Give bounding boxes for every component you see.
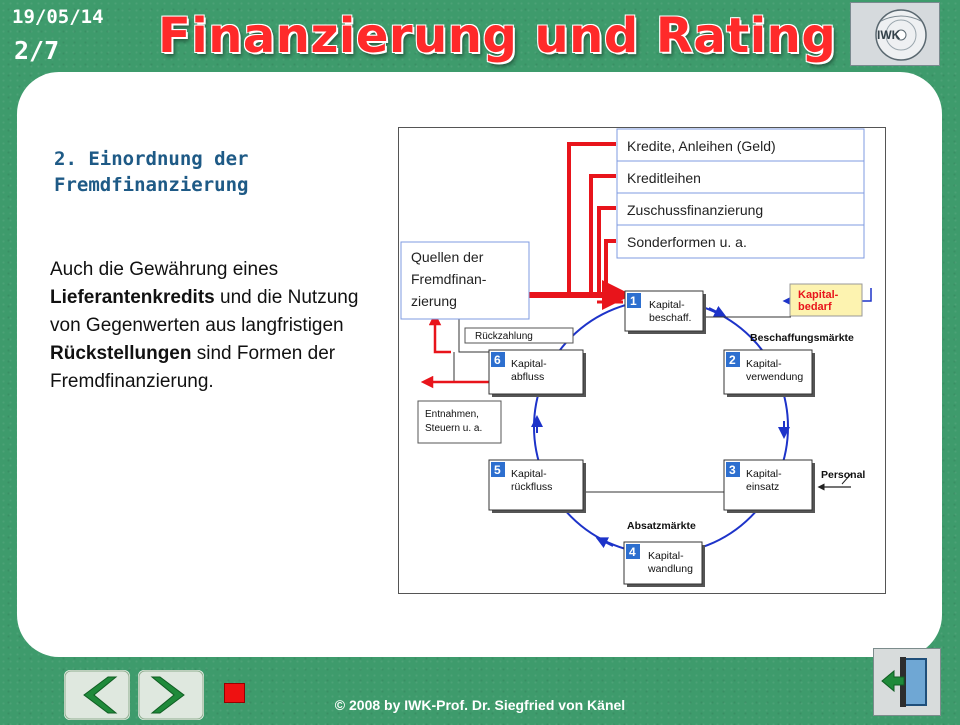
- node-label: abfluss: [511, 371, 544, 383]
- node-label: Kapital-: [648, 550, 684, 562]
- body-part: und die Nutzung von Gegenwerten aus lang…: [50, 287, 359, 336]
- body-part: sind Formen der Fremdfinanzierung.: [50, 343, 336, 392]
- page-title: Finanzierung und Rating: [158, 8, 837, 64]
- node-label: Kapital-: [511, 358, 547, 370]
- rueckzahlung-box: [464, 327, 574, 344]
- body-text: Auch die Gewährung eines Lieferantenkred…: [50, 256, 385, 396]
- cycle-node-2: 2 Kapital-verwendung: [723, 349, 815, 397]
- source-item: Sonderformen u. a.: [627, 234, 747, 250]
- cd-logo-icon: IWK: [875, 9, 927, 61]
- node-number-badge: [491, 462, 505, 477]
- cycle-arrow-bottom: [595, 537, 614, 549]
- body-part: Auch die Gewährung eines: [50, 259, 279, 280]
- sources-label-line: Fremdfinan-: [411, 271, 487, 287]
- node-number: 5: [494, 463, 501, 477]
- cycle-node-3: 3 Kapital-einsatz: [723, 459, 815, 513]
- section-heading: 2. Einordnung der Fremdfinanzierung: [54, 148, 249, 196]
- cycle-node-6: 6 Kapital-abfluss: [488, 349, 586, 397]
- iwk-logo: IWK: [850, 2, 940, 66]
- cycle-node-5: 5 Kapital-rückfluss: [488, 459, 586, 513]
- node-number: 3: [729, 463, 736, 477]
- node-number-badge: [726, 462, 740, 477]
- financing-cycle-diagram: Kredite, Anleihen (Geld) Kreditleihen Zu…: [398, 127, 886, 594]
- node-label: Kapital-: [746, 358, 782, 370]
- cycle-node-4: 4 Kapital-wandlung: [623, 541, 705, 587]
- sources-label-box: [400, 241, 530, 320]
- kapitalbedarf-line: bedarf: [798, 301, 832, 313]
- exit-door-icon: [881, 657, 927, 707]
- node-number: 2: [729, 353, 736, 367]
- kapitalbedarf-line: Kapital-: [798, 289, 839, 301]
- node-number-badge: [627, 293, 641, 308]
- node-label: rückfluss: [511, 481, 552, 493]
- entnahmen-line: Steuern u. a.: [425, 423, 482, 434]
- cycle-arrow-top: [708, 305, 727, 317]
- node-label: Kapital-: [649, 299, 685, 311]
- absatzmaerkte-label: Absatzmärkte: [627, 520, 696, 532]
- entnahmen-label: Entnahmen, Steuern u. a.: [425, 409, 482, 434]
- node-label: verwendung: [746, 371, 803, 383]
- slide-number: 2/7: [14, 36, 60, 65]
- logo-text: IWK: [877, 28, 901, 42]
- rueckzahlung-line: [458, 319, 489, 353]
- source-item: Kreditleihen: [627, 170, 701, 186]
- source-line-3: [597, 206, 616, 293]
- forward-button[interactable]: [138, 670, 204, 720]
- entnahmen-box: [417, 400, 502, 444]
- node-number-badge: [626, 544, 640, 559]
- source-item: Zuschussfinanzierung: [627, 202, 763, 218]
- sources-label-line: Quellen der: [411, 249, 484, 265]
- back-button[interactable]: [64, 670, 130, 720]
- source-line-1: [567, 142, 616, 293]
- node-label: Kapital-: [511, 468, 547, 480]
- kapitalbedarf-box: [789, 283, 863, 317]
- source-item: Kredite, Anleihen (Geld): [627, 138, 776, 154]
- copyright: © 2008 by IWK-Prof. Dr. Siegfried von Kä…: [334, 697, 626, 713]
- body-part-bold: Lieferantenkredits: [50, 287, 215, 308]
- source-line-2: [589, 174, 616, 293]
- node-number: 4: [629, 545, 636, 559]
- personal-label: Personal: [821, 469, 865, 481]
- rueckzahlung-label: Rückzahlung: [475, 331, 533, 342]
- sources-list: Kredite, Anleihen (Geld) Kreditleihen Zu…: [616, 128, 865, 259]
- node-label: wandlung: [647, 563, 693, 575]
- cycle-node-1: 1 Kapital-beschaff.: [624, 290, 706, 334]
- body-part-bold: Rückstellungen: [50, 343, 192, 364]
- date: 19/05/14: [12, 6, 104, 28]
- stop-button[interactable]: [224, 683, 245, 703]
- sources-label: Quellen der Fremdfinan- zierung: [411, 249, 490, 309]
- entnahmen-line: Entnahmen,: [425, 409, 479, 420]
- node-label: Kapital-: [746, 468, 782, 480]
- beschaffungsmaerkte-label: Beschaffungsmärkte: [750, 332, 854, 344]
- personal-tick: [841, 473, 852, 485]
- node-number-badge: [726, 352, 740, 367]
- kapitalbedarf-label: Kapital- bedarf: [798, 289, 841, 313]
- node-number-badge: [491, 352, 505, 367]
- node-label: beschaff.: [649, 312, 691, 324]
- source-line-4: [604, 239, 616, 293]
- arrow-right-icon: [138, 670, 204, 720]
- node-number: 6: [494, 353, 501, 367]
- sources-label-line: zierung: [411, 293, 457, 309]
- rueckzahlung-red-arrow: [428, 312, 451, 354]
- arrow-left-icon: [64, 670, 130, 720]
- node-label: einsatz: [746, 481, 779, 493]
- node-number: 1: [630, 294, 637, 308]
- exit-button[interactable]: [873, 648, 941, 716]
